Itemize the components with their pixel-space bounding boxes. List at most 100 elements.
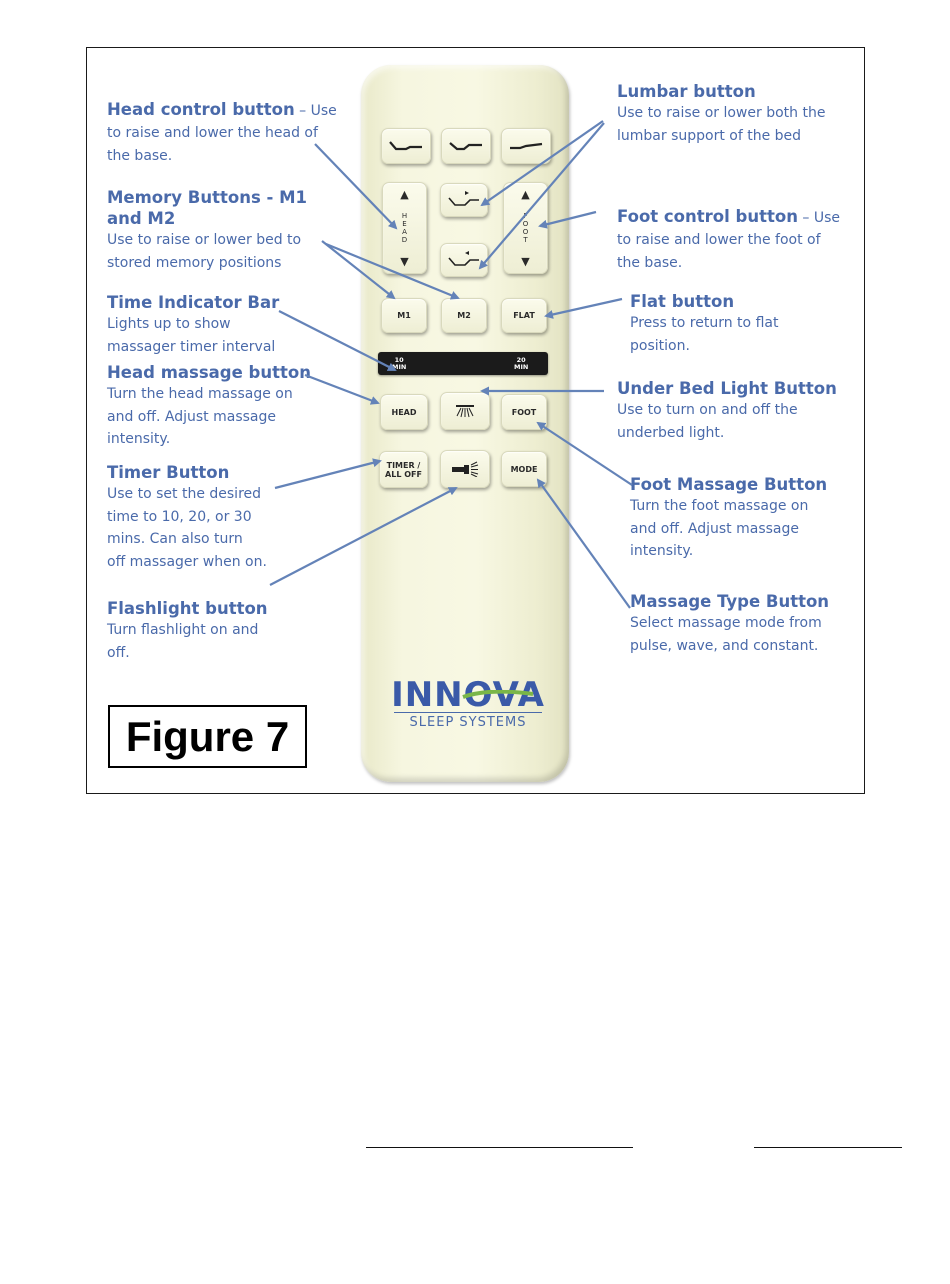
preset-flat-position-button[interactable] — [381, 128, 431, 164]
down-arrow-icon: ▼ — [521, 255, 530, 268]
timer-label-block: Timer Button Use to set the desired time… — [107, 462, 352, 573]
timer-button[interactable]: TIMER / ALL OFF — [379, 451, 428, 488]
massage-type-label-block: Massage Type Button Select massage mode … — [630, 591, 855, 657]
timer-label-line2: ALL OFF — [385, 469, 422, 479]
up-arrow-icon: ▲ — [400, 188, 409, 201]
timer-line: Use to set the desired — [107, 486, 262, 502]
arrow-memory-m2 — [325, 242, 460, 300]
head-massage-line: Turn the head massage on — [107, 386, 293, 402]
rocker-letter: E — [402, 220, 407, 228]
flashlight-label-block: Flashlight button Turn flashlight on and… — [107, 598, 352, 664]
flashlight-icon — [452, 461, 479, 477]
foot-massage-title: Foot Massage Button — [630, 475, 828, 494]
lumbar-up-button[interactable] — [440, 183, 488, 217]
head-control-label: Head control button – Use to raise and l… — [107, 99, 352, 167]
head-rocker-letters: H E A D — [402, 212, 407, 244]
timebar-left-num: 10 — [394, 356, 404, 364]
flat-label-block: Flat button Press to return to flat posi… — [630, 291, 855, 357]
lumbar-line: Use to raise or lower both the — [617, 105, 826, 121]
timebar-right-unit: MIN — [514, 363, 529, 371]
bed-position-icon — [449, 142, 482, 151]
arrow-head-massage — [304, 373, 380, 405]
lumbar-label-block: Lumbar button Use to raise or lower both… — [617, 81, 857, 147]
time-indicator-label: Time Indicator Bar Lights up to show mas… — [107, 292, 352, 358]
flashlight-line: Turn flashlight on and — [107, 622, 259, 638]
m2-button[interactable]: M2 — [441, 298, 487, 333]
brand-subtitle: SLEEP SYSTEMS — [409, 715, 527, 730]
arrow-flashlight — [269, 487, 458, 586]
arrow-foot-control — [538, 210, 597, 229]
foot-massage-line: intensity. — [630, 543, 694, 559]
brand-logo: INNOVA SLEEP SYSTEMS — [388, 678, 548, 730]
flashlight-title: Flashlight button — [107, 599, 268, 618]
brand-swoosh-icon — [462, 690, 534, 699]
lumbar-up-icon — [448, 191, 479, 206]
foot-massage-line: and off. Adjust massage — [630, 520, 799, 537]
m1-label: M1 — [397, 311, 411, 320]
massage-type-line: Select massage mode from — [630, 615, 822, 631]
preset-lounge-button[interactable] — [501, 128, 551, 164]
bed-position-icon — [389, 141, 422, 151]
foot-control-title: Foot control button — [617, 207, 798, 226]
rocker-letter: O — [522, 220, 529, 228]
arrow-foot-massage — [536, 421, 633, 486]
timer-line: off massager when on. — [107, 553, 267, 570]
figure-label: Figure 7 — [108, 705, 307, 768]
arrow-lumbar-up — [480, 120, 604, 207]
head-massage-line: intensity. — [107, 431, 171, 447]
head-control-line: to raise and lower the head of — [107, 125, 318, 141]
up-arrow-icon: ▲ — [521, 188, 530, 201]
rocker-letter: H — [401, 212, 408, 220]
down-arrow-icon: ▼ — [400, 255, 409, 268]
preset-zero-gravity-button[interactable] — [441, 128, 491, 164]
timer-line: mins. Can also turn — [107, 531, 243, 547]
time-indicator-bar: 10 MIN 20 MIN — [378, 352, 548, 375]
flat-label: FLAT — [513, 311, 535, 320]
foot-control-suffix: – Use — [797, 210, 841, 226]
foot-control-line: the base. — [617, 254, 683, 271]
lumbar-line: lumbar support of the bed — [617, 127, 802, 144]
flat-line: Press to return to flat — [630, 315, 779, 331]
arrow-memory-m1 — [321, 240, 396, 300]
foot-control-label-block: Foot control button – Use to raise and l… — [617, 206, 857, 274]
figure-label-text: Figure 7 — [125, 712, 290, 760]
flashlight-line: off. — [107, 644, 130, 661]
brand-divider — [394, 712, 542, 713]
under-bed-light-line: underbed light. — [617, 424, 725, 441]
m2-label: M2 — [457, 311, 471, 320]
timebar-left-unit: MIN — [392, 363, 407, 371]
flashlight-button[interactable] — [440, 450, 490, 488]
rocker-letter: A — [402, 228, 407, 236]
under-bed-light-title: Under Bed Light Button — [617, 379, 837, 398]
arrow-flat — [544, 297, 623, 319]
memory-title-line: Memory Buttons - M1 — [107, 188, 308, 207]
arrow-time-indicator — [278, 310, 397, 371]
head-control-title: Head control button — [107, 100, 295, 119]
head-massage-line: and off. Adjust massage — [107, 408, 276, 425]
head-massage-title: Head massage button — [107, 363, 311, 382]
time-indicator-line: Lights up to show — [107, 316, 231, 332]
rocker-letter: O — [522, 228, 529, 236]
massage-type-line: pulse, wave, and constant. — [630, 637, 819, 654]
arrow-head-control — [314, 143, 398, 230]
flat-line: position. — [630, 337, 690, 354]
rocker-letter: D — [401, 236, 408, 244]
timer-line: time to 10, 20, or 30 — [107, 508, 252, 525]
flat-button[interactable]: FLAT — [501, 298, 547, 333]
head-control-suffix: – Use — [294, 103, 337, 119]
head-massage-button[interactable]: HEAD — [380, 394, 428, 430]
head-control-line: the base. — [107, 147, 173, 164]
under-bed-light-label-block: Under Bed Light Button Use to turn on an… — [617, 378, 857, 444]
m1-button[interactable]: M1 — [381, 298, 427, 333]
memory-line: Use to raise or lower bed to — [107, 232, 302, 248]
timer-label-line1: TIMER / — [386, 460, 421, 470]
foot-massage-line: Turn the foot massage on — [630, 498, 809, 514]
under-bed-light-button[interactable] — [440, 392, 490, 430]
foot-massage-label-block: Foot Massage Button Turn the foot massag… — [630, 474, 855, 563]
under-bed-light-line: Use to turn on and off the — [617, 402, 798, 418]
memory-title-line: and M2 — [107, 209, 176, 228]
bed-position-icon — [510, 142, 543, 150]
mode-label: MODE — [510, 464, 538, 474]
rocker-letter: T — [523, 236, 528, 244]
